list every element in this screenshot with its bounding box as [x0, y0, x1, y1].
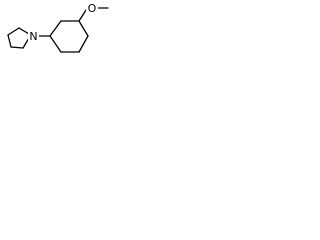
bond-ring-6 [49, 35, 62, 53]
bond-c4-c5 [7, 27, 20, 36]
bond-c3-c4 [7, 34, 12, 48]
bond-c5-n [18, 27, 30, 35]
molecule-structure: N O [7, 2, 109, 53]
nitrogen-label: N [29, 30, 37, 43]
bond-c2-c3 [10, 46, 24, 49]
oxygen-atom: O [86, 2, 98, 15]
nitrogen-atom: N [28, 30, 39, 43]
bond-ring-3 [78, 20, 89, 37]
bond-ring-1 [49, 20, 62, 37]
cyclohexane-ring [49, 20, 89, 53]
oxygen-label: O [88, 2, 97, 15]
nitrogen-label-bg [28, 30, 39, 42]
bond-ring-to-oxygen [78, 9, 87, 22]
bond-ring-4 [78, 35, 89, 53]
oxygen-label-bg [86, 2, 98, 14]
pyrrolidine-ring [7, 27, 30, 49]
